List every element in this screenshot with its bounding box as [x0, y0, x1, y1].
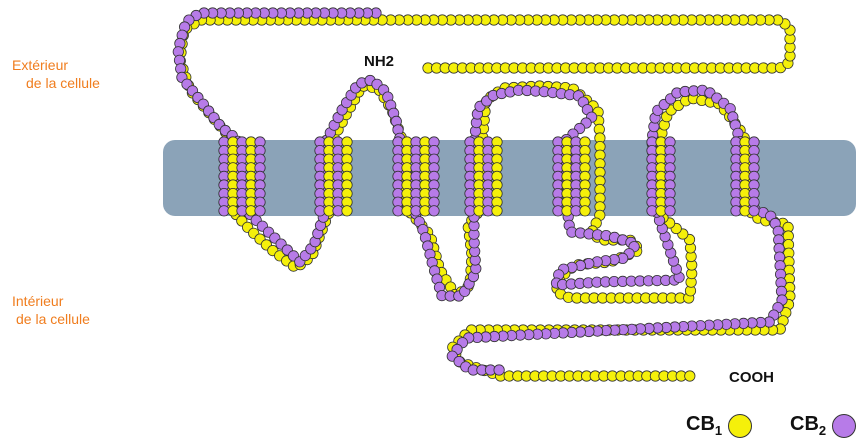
exterior-label-line1: Extérieur: [12, 56, 100, 74]
n-terminus-label: NH2: [364, 53, 394, 70]
exterior-label: Extérieur de la cellule: [12, 56, 100, 92]
legend-cb1: CB1: [686, 413, 752, 438]
legend-cb1-swatch: [728, 414, 752, 438]
legend-cb2-swatch: [832, 414, 856, 438]
interior-label-line1: Intérieur: [12, 292, 90, 310]
legend-cb1-sub: 1: [715, 423, 722, 438]
tm-helix-residue: [749, 206, 759, 216]
legend-cb2: CB2: [790, 413, 856, 438]
legend-cb1-label: CB: [686, 413, 715, 435]
legend-cb2-sub: 2: [819, 423, 826, 438]
exterior-label-line2: de la cellule: [12, 74, 100, 92]
legend-cb2-label: CB: [790, 413, 819, 435]
c-terminus-label: COOH: [729, 369, 774, 386]
cb2-residue: [494, 365, 504, 375]
cb1-residue: [685, 371, 695, 381]
interior-label-line2: de la cellule: [12, 310, 90, 328]
tm-helix-residue: [342, 206, 352, 216]
tm-helix-residue: [492, 206, 502, 216]
interior-label: Intérieur de la cellule: [12, 292, 90, 328]
tm-helix-residue: [429, 206, 439, 216]
tm-helix-residue: [580, 206, 590, 216]
legend-cb1-text: CB1: [686, 413, 722, 438]
tm-helix-residue: [255, 206, 265, 216]
tm-helix-residue: [665, 206, 675, 216]
legend-cb2-text: CB2: [790, 413, 826, 438]
